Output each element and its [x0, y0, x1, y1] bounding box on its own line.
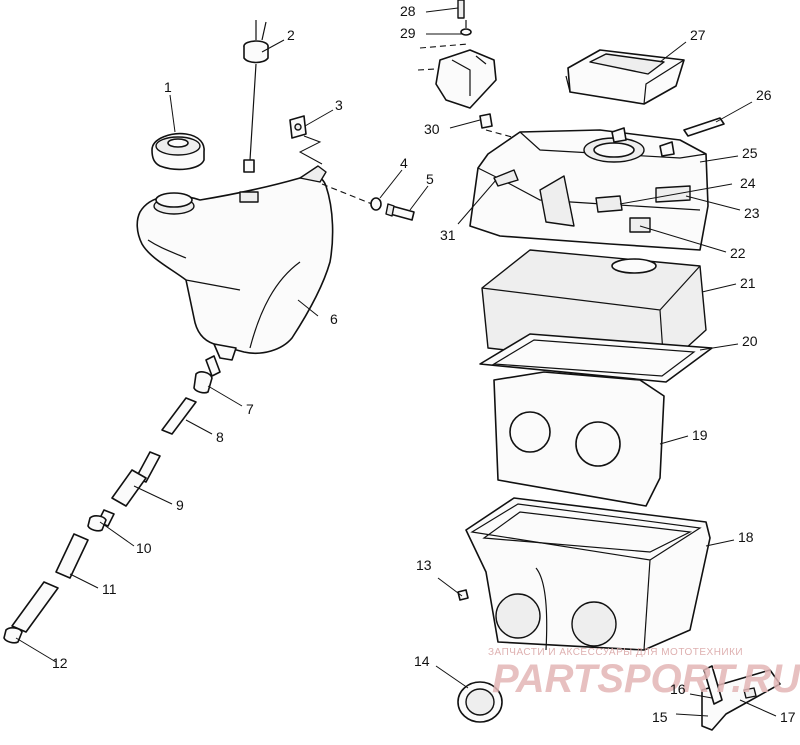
- callout-11: 11: [102, 581, 117, 597]
- filler-neck: [153, 192, 195, 215]
- callout-labels: 1 2 3 4 5 6 7 8 9 10 11 12 13 14 15 16 1…: [52, 3, 796, 725]
- callout-16: 16: [670, 681, 686, 697]
- callout-1: 1: [164, 79, 172, 95]
- callout-28: 28: [400, 3, 416, 19]
- callout-24: 24: [740, 175, 756, 191]
- callout-26: 26: [756, 87, 772, 103]
- callout-7: 7: [246, 401, 254, 417]
- callout-18: 18: [738, 529, 754, 545]
- callout-20: 20: [742, 333, 758, 349]
- fuel-cap: [151, 132, 205, 171]
- callout-2: 2: [287, 27, 295, 43]
- watermark-logo: PARTSPORT.RU: [492, 657, 800, 701]
- callout-13: 13: [416, 557, 432, 573]
- washer-and-bolt: [321, 183, 415, 221]
- foam-filter-top: [565, 49, 685, 105]
- grommet: [457, 681, 503, 723]
- callout-4: 4: [400, 155, 408, 171]
- screw-13: [457, 589, 469, 601]
- watermark-caption: ЗАПЧАСТИ И АКСЕССУАРЫ ДЛЯ МОТОТЕХНИКИ: [488, 647, 743, 658]
- airbox-base: [465, 497, 711, 651]
- watermark: ЗАПЧАСТИ И АКСЕССУАРЫ ДЛЯ МОТОТЕХНИКИ PA…: [488, 647, 800, 701]
- callout-9: 9: [176, 497, 184, 513]
- callout-19: 19: [692, 427, 708, 443]
- plate: [493, 371, 665, 507]
- callout-31: 31: [440, 227, 456, 243]
- callout-30: 30: [424, 121, 440, 137]
- intake-tube: [417, 0, 497, 109]
- callout-23: 23: [744, 205, 760, 221]
- strap: [683, 117, 725, 137]
- callout-10: 10: [136, 540, 152, 556]
- callout-17: 17: [780, 709, 796, 725]
- airbox-cover: [469, 127, 709, 251]
- callout-6: 6: [330, 311, 338, 327]
- fuel-sender: [239, 20, 269, 203]
- callout-3: 3: [335, 97, 343, 113]
- clip: [289, 115, 323, 165]
- leader-lines: [15, 7, 777, 717]
- callout-22: 22: [730, 245, 746, 261]
- callout-21: 21: [740, 275, 756, 291]
- callout-12: 12: [52, 655, 68, 671]
- fuel-line: [3, 355, 221, 644]
- callout-15: 15: [652, 709, 668, 725]
- callout-5: 5: [426, 171, 434, 187]
- callout-27: 27: [690, 27, 706, 43]
- callout-29: 29: [400, 25, 416, 41]
- callout-14: 14: [414, 653, 430, 669]
- callout-8: 8: [216, 429, 224, 445]
- fuel-tank: [136, 165, 334, 361]
- callout-25: 25: [742, 145, 758, 161]
